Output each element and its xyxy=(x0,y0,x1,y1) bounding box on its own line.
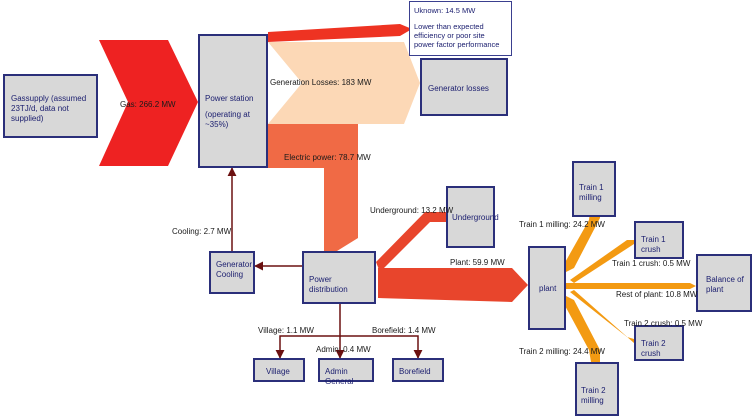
train2-crush-label: Train 2 crush xyxy=(641,339,666,358)
village-flow-label: Village: 1.1 MW xyxy=(258,326,314,335)
unknown-loss-value: Uknown: 14.5 MW xyxy=(414,6,476,15)
train2-crush-flow-label: Train 2 crush: 0.5 MW xyxy=(624,319,703,328)
balance-of-plant-label: Balance of plant xyxy=(706,275,744,294)
borefield-flow-label: Borefield: 1.4 MW xyxy=(372,326,436,335)
underground-node: Underground xyxy=(446,186,499,248)
train2-crush-node: Train 2 crush xyxy=(634,325,684,361)
power-station-node: Power station (operating at ~35%) xyxy=(198,34,268,168)
electric-power-flow xyxy=(268,124,358,251)
unknown-loss-note: Uknown: 14.5 MW Lower than expected effi… xyxy=(409,1,512,56)
plant-label: plant xyxy=(539,284,557,293)
power-distribution-node: Power distribution xyxy=(302,251,376,304)
train1-milling-flow xyxy=(563,202,600,272)
borefield-label: Borefield xyxy=(399,367,431,376)
plant-flow-label: Plant: 59.9 MW xyxy=(450,258,505,267)
balance-of-plant-node: Balance of plant xyxy=(696,254,752,312)
generator-cooling-label: Generator Cooling xyxy=(216,260,253,279)
train1-crush-flow xyxy=(570,240,634,283)
train2-crush-flow xyxy=(570,290,634,343)
rest-of-plant-label: Rest of plant: 10.8 MW xyxy=(616,290,698,299)
train2-milling-label: Train 2 milling xyxy=(581,386,606,405)
power-station-title: Power station xyxy=(205,94,254,103)
underground-label: Underground xyxy=(452,213,499,222)
borefield-connector xyxy=(340,335,423,359)
power-station-subtitle: (operating at ~35%) xyxy=(205,110,250,129)
generation-losses-flow xyxy=(268,42,420,124)
village-connector xyxy=(275,304,341,359)
generator-losses-node: Generator losses xyxy=(420,58,508,116)
train1-crush-node: Train 1 crush xyxy=(634,221,684,259)
train1-milling-label: Train 1 milling xyxy=(579,183,604,202)
train1-milling-flow-label: Train 1 milling: 24.2 MW xyxy=(519,220,605,229)
underground-flow-label: Underground: 13.2 MW xyxy=(370,206,454,215)
village-label: Village xyxy=(266,367,290,376)
borefield-node: Borefield xyxy=(392,358,444,382)
train2-milling-flow xyxy=(563,296,600,362)
gas-supply-label: Gassupply (assumed 23TJ/d, data not supp… xyxy=(11,94,87,123)
village-node: Village xyxy=(253,358,305,382)
gas-supply-node: Gassupply (assumed 23TJ/d, data not supp… xyxy=(3,74,98,138)
unknown-loss-explanation: Lower than expected efficiency or poor s… xyxy=(414,22,500,49)
plant-node: plant xyxy=(528,246,566,330)
train1-crush-flow-label: Train 1 crush: 0.5 MW xyxy=(612,259,691,268)
admin-flow-label: Admin: 0.4 MW xyxy=(316,345,371,354)
train1-crush-label: Train 1 crush xyxy=(641,235,666,254)
generation-losses-label: Generation Losses: 183 MW xyxy=(270,78,372,87)
power-distribution-label: Power distribution xyxy=(309,275,348,294)
admin-general-label: Admin General xyxy=(325,367,354,386)
generator-losses-label: Generator losses xyxy=(428,84,489,93)
plant-flow xyxy=(378,268,528,302)
electric-power-label: Electric power: 78.7 MW xyxy=(284,153,371,162)
underground-flow xyxy=(376,212,446,272)
unknown-flow xyxy=(268,24,412,42)
train2-milling-flow-label: Train 2 milling: 24.4 MW xyxy=(519,347,605,356)
admin-general-node: Admin General xyxy=(318,358,374,386)
rest-of-plant-flow xyxy=(566,283,696,289)
generator-cooling-node: Generator Cooling xyxy=(209,251,255,294)
train1-milling-node: Train 1 milling xyxy=(572,161,616,217)
train2-milling-node: Train 2 milling xyxy=(575,362,619,416)
gas-flow-label: Gas: 266.2 MW xyxy=(120,100,176,109)
cooling-label: Cooling: 2.7 MW xyxy=(172,227,232,236)
gas-flow xyxy=(99,40,198,166)
